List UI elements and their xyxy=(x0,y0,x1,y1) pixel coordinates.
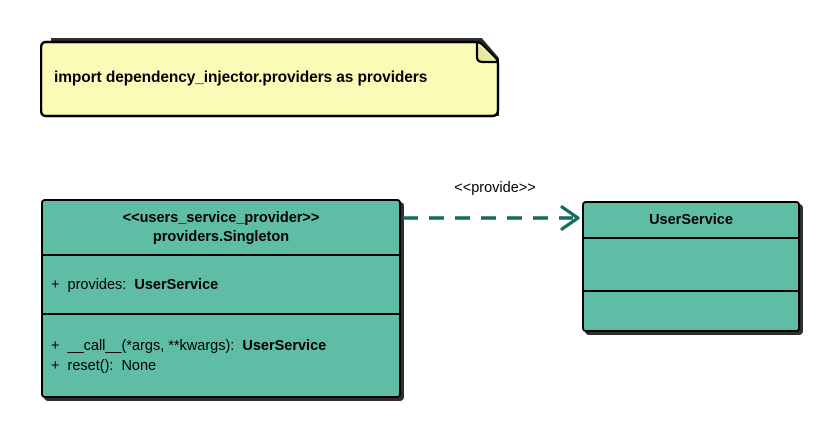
class-title-compartment: <<users_service_provider>> providers.Sin… xyxy=(43,201,399,254)
class-operations-compartment xyxy=(584,290,798,328)
operation-visibility: + xyxy=(51,357,60,374)
class-attributes-compartment xyxy=(584,237,798,290)
class-user-service[interactable]: UserService xyxy=(582,201,800,332)
attribute-row: + provides: UserService xyxy=(51,275,391,295)
attribute-visibility: + xyxy=(51,276,60,293)
note-shape-icon xyxy=(40,38,500,118)
operation-name: reset(): xyxy=(67,357,114,374)
class-attributes-compartment: + provides: UserService xyxy=(43,254,399,313)
operation-name: __call__(*args, **kwargs): xyxy=(67,337,235,354)
class-title-compartment: UserService xyxy=(584,203,798,237)
attribute-name: provides: xyxy=(67,276,127,293)
operation-row: + __call__(*args, **kwargs): UserService xyxy=(51,336,391,356)
class-stereotype: <<users_service_provider>> xyxy=(122,209,320,226)
class-name: UserService xyxy=(649,211,733,228)
attribute-type: UserService xyxy=(134,276,219,293)
dashed-arrow-icon xyxy=(403,205,580,231)
note-text: import dependency_injector.providers as … xyxy=(54,69,428,86)
note-import[interactable]: import dependency_injector.providers as … xyxy=(40,38,502,118)
class-name: providers.Singleton xyxy=(152,228,290,245)
connector-provide[interactable]: <<provide>> xyxy=(395,180,595,240)
operation-visibility: + xyxy=(51,337,60,354)
operation-row: + reset(): None xyxy=(51,356,391,376)
operation-type: UserService xyxy=(242,337,327,354)
operation-type: None xyxy=(121,357,157,374)
class-users-service-provider[interactable]: <<users_service_provider>> providers.Sin… xyxy=(41,199,401,398)
connector-label: <<provide>> xyxy=(454,180,536,196)
class-operations-compartment: + __call__(*args, **kwargs): UserService… xyxy=(43,313,399,396)
